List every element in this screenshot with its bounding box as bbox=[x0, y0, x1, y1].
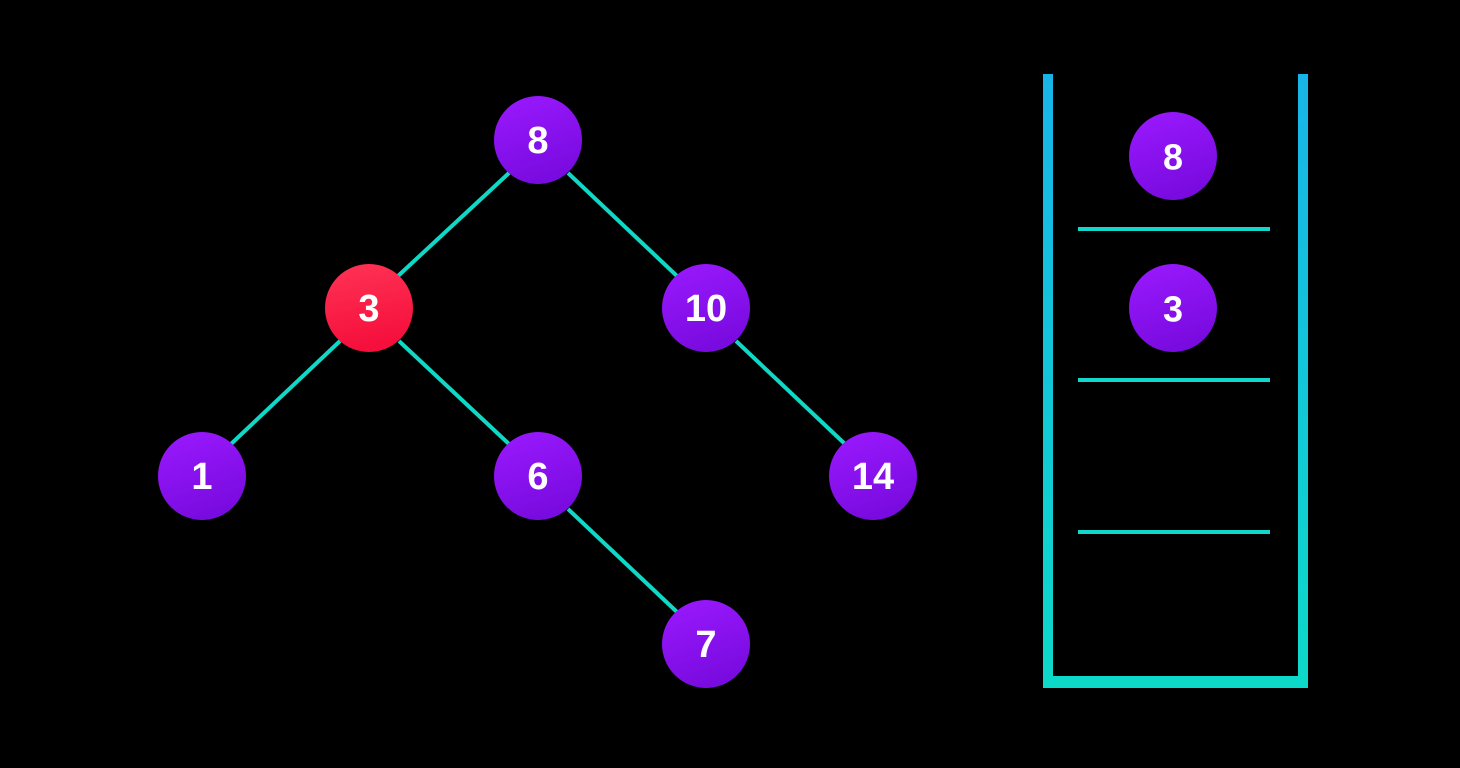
tree-edge bbox=[566, 171, 679, 278]
tree-node-label: 1 bbox=[191, 456, 212, 498]
stack-item-circle[interactable] bbox=[1129, 112, 1217, 200]
tree-node-circle[interactable] bbox=[494, 432, 582, 520]
tree-edge-group bbox=[229, 171, 847, 614]
stack-right-rail bbox=[1298, 74, 1308, 688]
tree-edge bbox=[396, 171, 511, 278]
stack-slot-divider bbox=[1078, 378, 1270, 382]
stack-slot-divider bbox=[1078, 227, 1270, 231]
tree-node-label: 8 bbox=[527, 120, 548, 162]
tree-node-circle[interactable] bbox=[158, 432, 246, 520]
tree-node[interactable]: 8 bbox=[494, 96, 582, 184]
stack-divider-group bbox=[1078, 227, 1270, 534]
tree-node-label: 7 bbox=[695, 624, 716, 666]
tree-node-label: 3 bbox=[358, 288, 379, 330]
stack-slot-divider bbox=[1078, 530, 1270, 534]
stack-item[interactable]: 8 bbox=[1129, 112, 1217, 200]
tree-node-label: 14 bbox=[852, 456, 894, 498]
tree-node[interactable]: 14 bbox=[829, 432, 917, 520]
tree-node[interactable]: 6 bbox=[494, 432, 582, 520]
tree-node-group: 8 3 10 1 6 14 7 bbox=[158, 96, 917, 688]
tree-node-circle[interactable] bbox=[662, 600, 750, 688]
stack-frame bbox=[1043, 74, 1308, 688]
tree-node-circle[interactable] bbox=[494, 96, 582, 184]
stack-item-label: 8 bbox=[1163, 137, 1183, 178]
stack-left-rail bbox=[1043, 74, 1053, 688]
tree-node-circle[interactable] bbox=[829, 432, 917, 520]
tree-node-circle[interactable] bbox=[662, 264, 750, 352]
tree-node-label: 10 bbox=[685, 288, 727, 330]
stack-item-label: 3 bbox=[1163, 289, 1183, 330]
stack-item-circle[interactable] bbox=[1129, 264, 1217, 352]
tree-node-label: 6 bbox=[527, 456, 548, 498]
tree-node[interactable]: 3 bbox=[325, 264, 413, 352]
tree-edge bbox=[397, 339, 511, 446]
tree-node[interactable]: 7 bbox=[662, 600, 750, 688]
tree-edge bbox=[229, 339, 342, 446]
stack-base bbox=[1043, 676, 1308, 688]
stack-item[interactable]: 3 bbox=[1129, 264, 1217, 352]
stack-item-group: 83 bbox=[1129, 112, 1217, 352]
tree-node[interactable]: 10 bbox=[662, 264, 750, 352]
tree-node[interactable]: 1 bbox=[158, 432, 246, 520]
tree-node-circle-active[interactable] bbox=[325, 264, 413, 352]
tree-edge bbox=[566, 507, 679, 614]
tree-edge bbox=[734, 339, 847, 446]
